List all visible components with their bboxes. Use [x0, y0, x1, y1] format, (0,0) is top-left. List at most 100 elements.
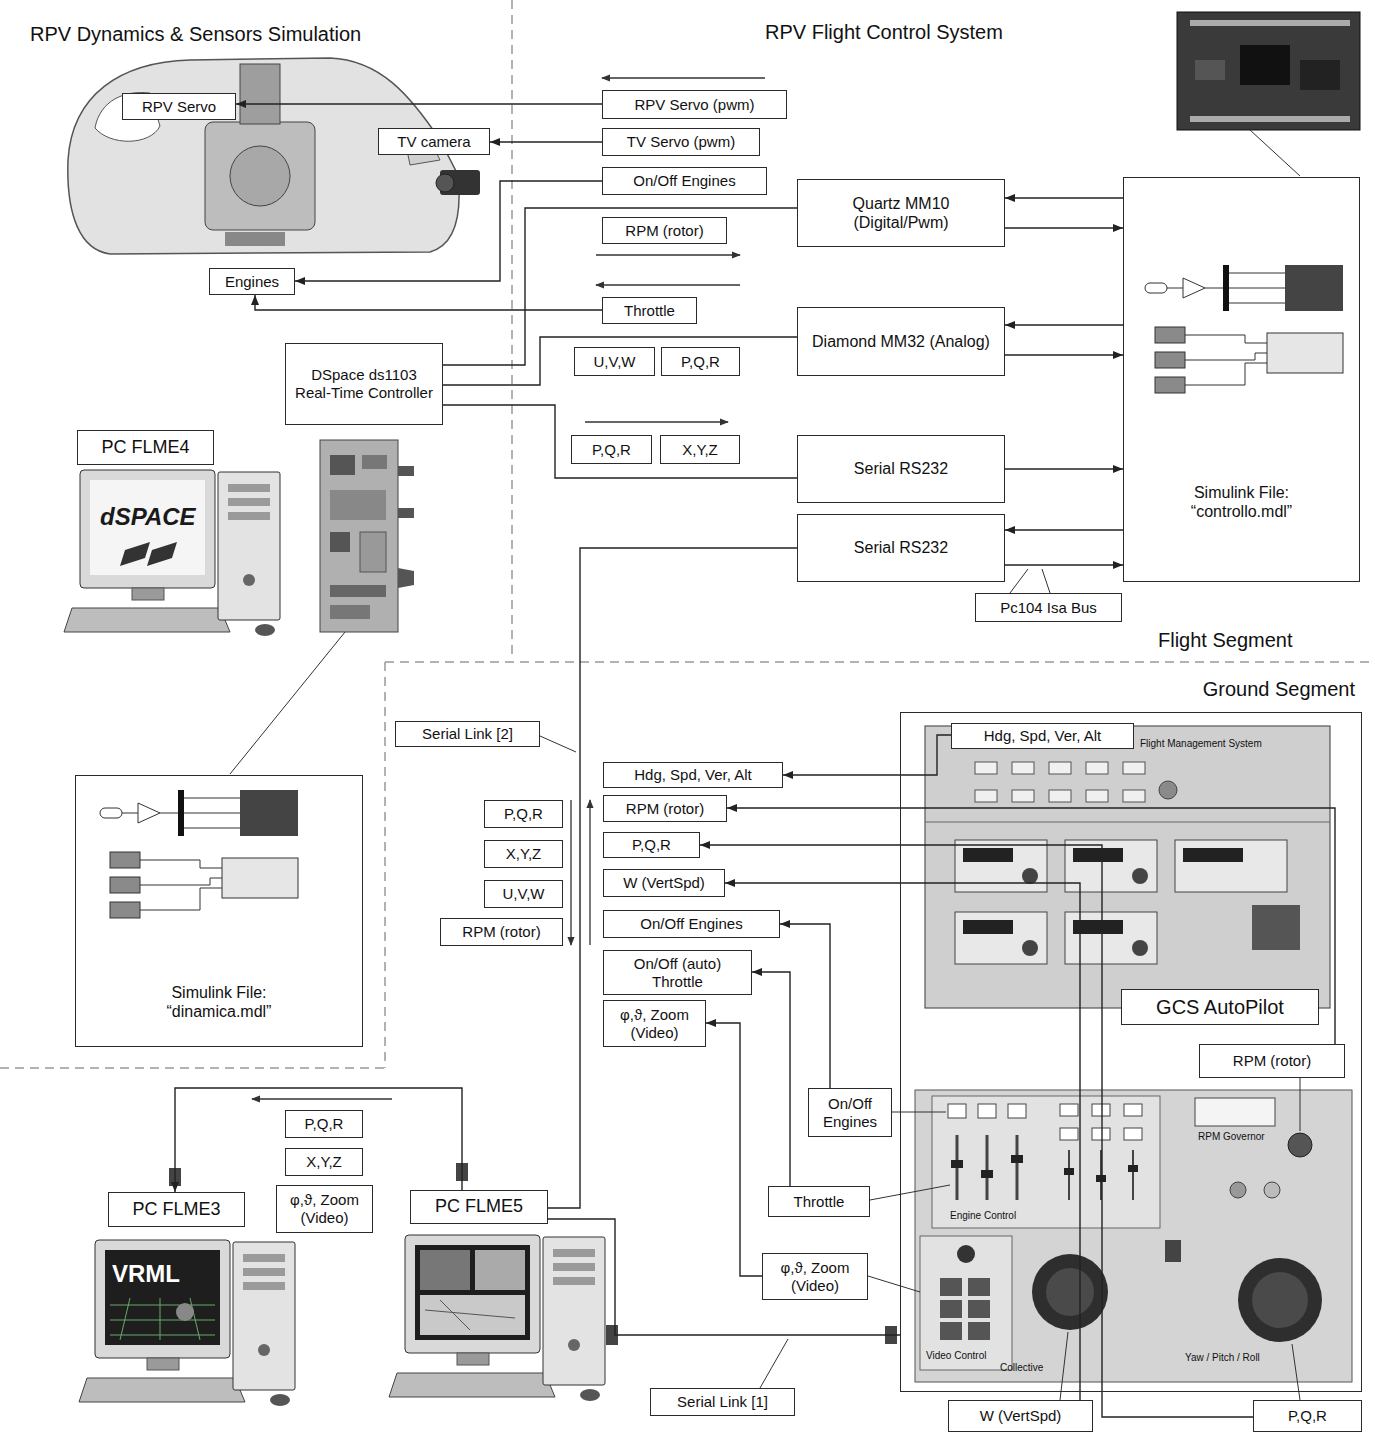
control-console — [1124, 1128, 1142, 1140]
leader-line — [1042, 569, 1050, 593]
screen-logo: VRML — [112, 1260, 180, 1289]
computer-screen — [475, 1250, 525, 1290]
control-console — [1016, 1135, 1019, 1200]
helicopter-frame — [205, 122, 315, 230]
flight-management-panel — [1132, 868, 1148, 884]
signal-connector — [255, 295, 602, 310]
signal-connector — [1005, 354, 1123, 355]
panel-caption: Flight Management System — [1140, 738, 1262, 750]
flight-management-panel — [955, 912, 1047, 964]
node-text: Throttle — [624, 302, 675, 320]
computer-screen — [90, 480, 205, 575]
signal-label: On/Off Engines — [808, 1088, 892, 1137]
computer-label: PC FLME4 — [77, 430, 214, 465]
helicopter-frame — [240, 64, 280, 124]
interface-box: Quartz MM10 (Digital/Pwm) — [797, 179, 1005, 247]
control-console — [1238, 1258, 1322, 1342]
control-console — [968, 1300, 990, 1318]
desktop-computer — [389, 1235, 605, 1401]
node-text: X,Y,Z — [506, 845, 542, 863]
link-label: Serial Link [2] — [395, 721, 540, 747]
flight-management-panel — [1183, 848, 1243, 862]
control-console — [920, 1236, 1012, 1370]
node-text: On/Off Engines — [633, 172, 735, 190]
node-text: Pc104 Isa Bus — [1000, 599, 1097, 617]
flight-management-panel — [1012, 790, 1034, 802]
node-text: Serial Link [2] — [422, 725, 513, 743]
leader-line — [1010, 569, 1028, 593]
signal-connector — [295, 181, 602, 281]
node-text: On/Off Engines — [640, 915, 742, 933]
control-console — [1046, 1268, 1094, 1316]
signal-label: Hdg, Spd, Ver, Alt — [951, 723, 1134, 749]
control-console — [1060, 1104, 1078, 1116]
signal-connector — [1005, 227, 1123, 228]
direction-arrow — [602, 77, 765, 78]
control-console — [1132, 1150, 1134, 1200]
control-console — [1092, 1104, 1110, 1116]
controller-board — [362, 455, 387, 469]
panel-caption: RPM Governor — [1198, 1131, 1265, 1143]
control-console — [986, 1135, 989, 1200]
flight-management-panel — [1123, 790, 1145, 802]
signal-label: W (VertSpd) — [603, 869, 725, 897]
ground-segment-box: Ground SegmentHdg, Spd, Ver, AltGCS Auto… — [900, 712, 1362, 1392]
control-console — [981, 1170, 993, 1178]
region-title: RPV Dynamics & Sensors Simulation — [30, 22, 361, 46]
direction-arrow — [589, 800, 590, 945]
signal-label: U,V,W — [484, 880, 563, 908]
region-divider — [0, 0, 1375, 1068]
signal-connector — [548, 1219, 900, 1335]
helicopter-frame — [225, 232, 285, 246]
node-text: P,Q,R — [504, 805, 543, 823]
node-text: P,Q,R — [1288, 1407, 1327, 1425]
flight-management-panel — [1012, 762, 1034, 774]
control-console — [1069, 1150, 1133, 1200]
node-text: RPM (rotor) — [626, 800, 704, 818]
controller-board — [398, 508, 414, 518]
signal-connector — [1005, 197, 1123, 198]
control-console — [1264, 1182, 1280, 1198]
flight-management-panel — [1175, 840, 1287, 892]
flight-management-panel — [1022, 868, 1038, 884]
control-console — [1124, 1104, 1142, 1116]
computer-label: PC FLME3 — [108, 1192, 245, 1227]
node-text: Engines — [225, 273, 279, 291]
panel-caption: Video Control — [926, 1350, 986, 1362]
autopilot-label: GCS AutoPilot — [1121, 989, 1319, 1025]
signal-label: RPM (rotor) — [1199, 1044, 1345, 1078]
component-box: Engines — [209, 268, 295, 295]
node-text: X,Y,Z — [682, 441, 718, 459]
signal-connector — [780, 924, 830, 1088]
controller-board — [320, 440, 398, 632]
signal-label: U,V,W — [574, 347, 655, 376]
interface-box: Serial RS232 — [797, 435, 1005, 503]
pc104-board — [1190, 20, 1350, 26]
flight-management-panel — [1049, 790, 1071, 802]
signal-connector — [236, 103, 602, 104]
leader-line — [1300, 1077, 1301, 1131]
signal-label: P,Q,R — [285, 1110, 363, 1138]
node-text: TV camera — [397, 133, 470, 151]
signal-label: Hdg, Spd, Ver, Alt — [603, 762, 783, 788]
tv-camera-icon — [436, 174, 454, 192]
control-console — [1092, 1128, 1110, 1140]
node-text: U,V,W — [503, 885, 545, 903]
computer-screen — [110, 1320, 215, 1321]
desktop-computer — [79, 1240, 295, 1406]
leader-line — [1060, 1332, 1068, 1400]
node-text: φ,ϑ, Zoom (Video) — [769, 1259, 861, 1295]
control-console — [1165, 1240, 1181, 1262]
node-text: Hdg, Spd, Ver, Alt — [634, 766, 752, 784]
node-text: U,V,W — [594, 353, 636, 371]
region-divider — [384, 662, 386, 1068]
signal-label: RPM (rotor) — [603, 795, 727, 822]
node-text: RPM (rotor) — [1233, 1052, 1311, 1070]
control-console — [1032, 1254, 1108, 1330]
signal-connector — [752, 972, 790, 1186]
component-box: RPV Servo — [122, 93, 236, 120]
flight-management-panel — [1086, 762, 1108, 774]
node-text: RPV Servo (pwm) — [634, 96, 754, 114]
computer-screen — [120, 1298, 130, 1340]
